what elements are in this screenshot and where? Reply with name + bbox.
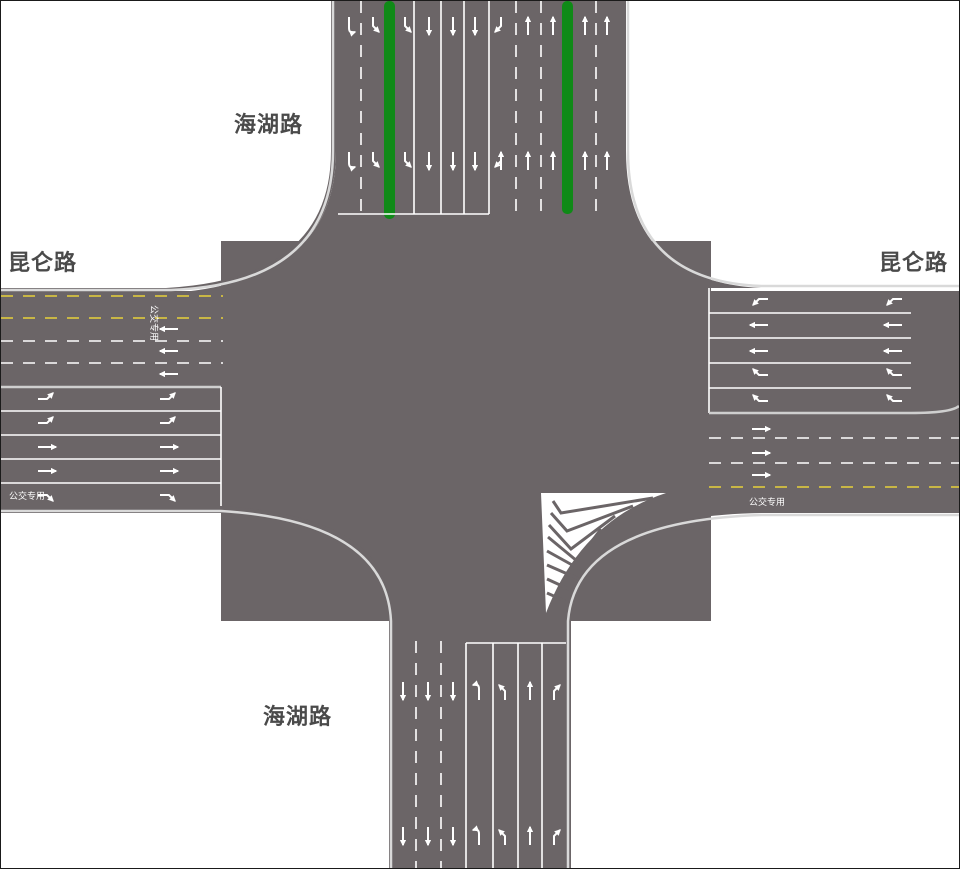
lane-arrow-icon [471,680,480,700]
lane-arrow-icon [498,829,506,845]
lane-arrow-icon [160,416,176,424]
road-label-south: 海湖路 [263,705,333,730]
lane-arrow-icon [372,152,380,168]
bus-lane-text-east: 公交专用 [749,496,785,508]
lane-arrow-icon [372,17,380,33]
lane-arrow-icon [348,17,357,37]
lane-arrow-icon [38,494,54,502]
lane-arrow-icon [404,17,412,33]
road-label-west: 昆仑路 [8,251,78,276]
lane-arrow-icon [553,829,561,845]
bus-lane-text-west-top: 公交专用 [148,305,160,341]
lane-arrow-icon [498,684,506,700]
lane-arrow-icon [404,152,412,168]
lane-arrow-icon [471,825,480,845]
lane-arrow-icon [553,684,561,700]
lane-arrow-icon [886,394,902,402]
median-green-west [384,1,395,219]
lane-arrow-icon [160,494,176,502]
lane-arrow-icon [886,368,902,376]
lane-arrow-icon [160,392,176,400]
west-lane-lines [1,295,223,506]
east-lane-lines [708,288,959,488]
lane-arrow-icon [752,394,768,402]
lane-arrow-icon [752,298,768,306]
lane-arrow-icon [752,368,768,376]
bus-lane-text-west-bottom: 公交专用 [9,490,45,502]
lane-arrow-icon [886,298,902,306]
road-label-north: 海湖路 [234,113,304,138]
north-lane-lines [338,1,597,215]
hatched-island-icon [541,493,666,613]
lane-arrow-icon [38,416,54,424]
lane-arrow-icon [348,152,357,172]
road-label-east: 昆仑路 [879,251,949,276]
lane-arrow-icon [494,17,502,33]
lane-arrow-icon [38,392,54,400]
median-green-east [562,1,573,214]
south-lane-lines [415,641,566,868]
lane-arrows [38,15,902,847]
